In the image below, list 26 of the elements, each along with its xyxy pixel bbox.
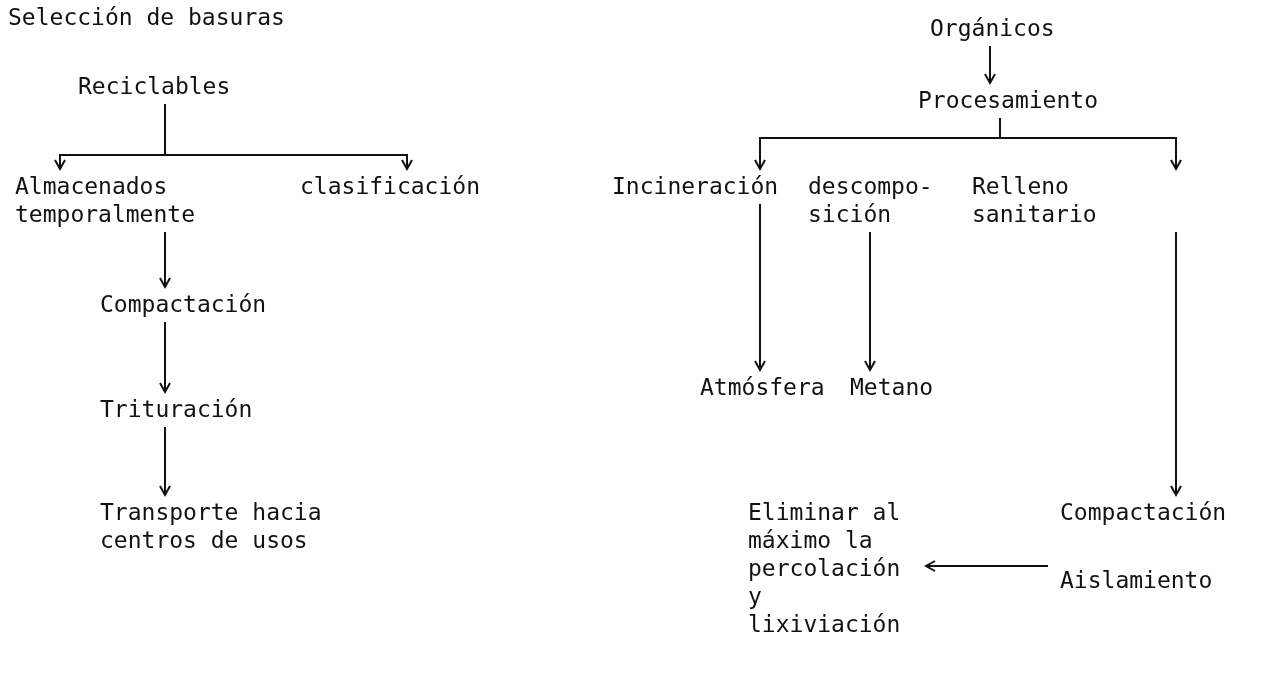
arrow xyxy=(164,103,413,170)
node-label: Procesamiento xyxy=(918,86,1099,115)
node-label: Metano xyxy=(850,373,935,402)
diagram-title: Selección de basuras xyxy=(8,4,285,30)
arrow xyxy=(1170,231,1182,496)
arrow xyxy=(159,231,171,288)
node-label: Trituración xyxy=(100,395,254,424)
node-label: Atmósfera xyxy=(700,373,826,402)
node-label: Reciclables xyxy=(78,72,232,101)
node-label: Relleno sanitario xyxy=(972,172,1098,229)
node-label: Compactación xyxy=(1060,498,1228,527)
arrow xyxy=(864,231,876,371)
node-label: Almacenados temporalmente xyxy=(15,172,196,229)
node-label: clasificación xyxy=(300,172,481,201)
node-label: descompo- sición xyxy=(808,172,934,229)
arrow xyxy=(925,560,1049,572)
arrow xyxy=(984,45,996,84)
arrow xyxy=(159,321,171,393)
node-label: Orgánicos xyxy=(930,14,1056,43)
node-label: Transporte hacia centros de usos xyxy=(100,498,323,555)
node-label: Eliminar al máximo la percolación y lixiviación xyxy=(748,498,902,639)
arrow xyxy=(754,203,766,371)
node-label: Incineración xyxy=(612,172,780,201)
node-label: Compactación xyxy=(100,290,268,319)
arrow xyxy=(159,426,171,496)
node-label: Aislamiento xyxy=(1060,566,1214,595)
